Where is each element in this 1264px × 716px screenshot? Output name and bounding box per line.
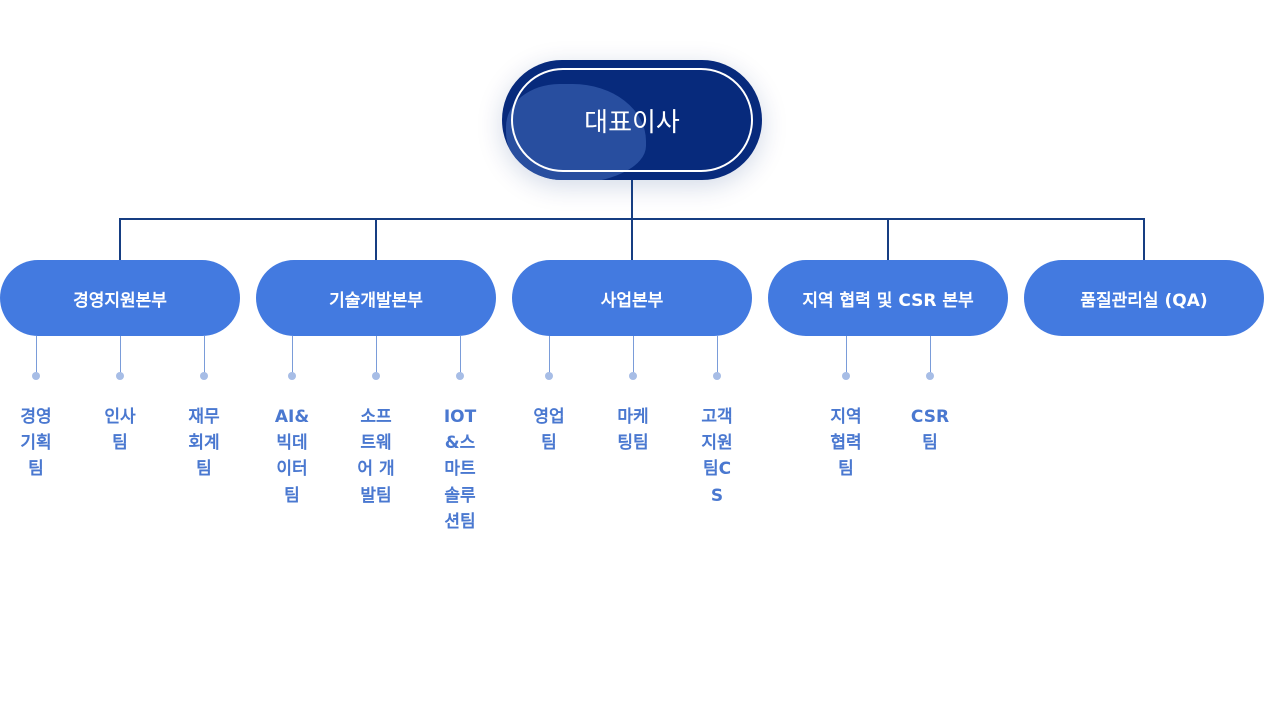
department-business: 사업본부: [512, 260, 752, 336]
team-marketing: 마케팅팀: [617, 407, 649, 454]
team-dot: [200, 372, 208, 380]
dept-connector: [1143, 218, 1145, 260]
team-dot: [372, 372, 380, 380]
team-dot: [116, 372, 124, 380]
department-management-support: 경영지원본부: [0, 260, 240, 336]
department-quality-assurance: 품질관리실 (QA): [1024, 260, 1264, 336]
team-sales: 영업팀: [533, 407, 565, 454]
team-dot: [288, 372, 296, 380]
team-dot: [629, 372, 637, 380]
team-dot: [926, 372, 934, 380]
team-dot: [32, 372, 40, 380]
team-connector: [35, 336, 37, 376]
team-connector: [375, 336, 377, 376]
team-customer-support: 고객지원팀CS: [701, 407, 733, 506]
team-management-planning: 경영기획팀: [20, 407, 52, 480]
team-hr: 인사팀: [104, 407, 136, 454]
ceo-connector: [631, 180, 633, 219]
team-connector: [716, 336, 718, 376]
team-dot: [713, 372, 721, 380]
team-connector: [845, 336, 847, 376]
team-connector: [929, 336, 931, 376]
dept-connector: [887, 218, 889, 260]
dept-connector: [631, 218, 633, 260]
team-dot: [842, 372, 850, 380]
team-connector: [203, 336, 205, 376]
team-csr: CSR팀: [910, 407, 950, 454]
team-connector: [119, 336, 121, 376]
team-connector: [459, 336, 461, 376]
department-tech-development: 기술개발본부: [256, 260, 496, 336]
ceo-node: 대표이사: [502, 60, 762, 180]
dept-connector: [375, 218, 377, 260]
department-regional-csr: 지역 협력 및 CSR 본부: [768, 260, 1008, 336]
team-finance-accounting: 재무회계팀: [188, 407, 220, 480]
team-regional-cooperation: 지역협력팀: [830, 407, 862, 480]
dept-connector: [119, 218, 121, 260]
team-dot: [456, 372, 464, 380]
team-connector: [632, 336, 634, 376]
team-ai-bigdata: AI&빅데이터팀: [274, 407, 310, 506]
team-software-development: 소프트웨어 개발팀: [357, 407, 395, 506]
team-iot-smart-solution: IOT&스마트솔루션팀: [443, 407, 477, 532]
ceo-label: 대표이사: [584, 107, 680, 138]
team-connector: [291, 336, 293, 376]
team-connector: [548, 336, 550, 376]
ceo-inner-border: [511, 68, 753, 172]
team-dot: [545, 372, 553, 380]
